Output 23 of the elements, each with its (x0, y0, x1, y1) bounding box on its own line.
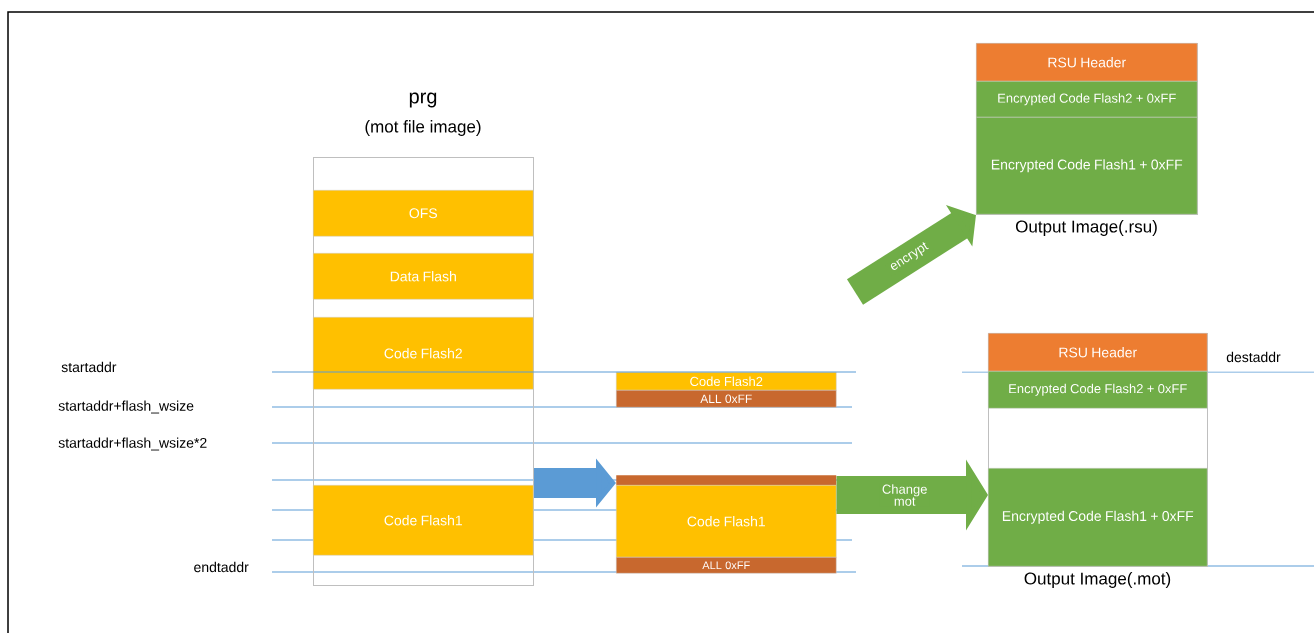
memory-block: RSU Header (988, 333, 1208, 372)
memory-block: Data Flash (313, 253, 534, 300)
address-label: destaddr (1226, 351, 1281, 363)
memory-block: Code Flash2 (313, 317, 534, 390)
box-title: Output Image(.mot) (1024, 572, 1171, 588)
memory-block: RSU Header (976, 43, 1198, 82)
memory-block: ALL 0xFF (616, 390, 837, 408)
address-label: startaddr (61, 361, 117, 373)
memory-block: ALL 0xFF (616, 557, 837, 574)
memory-block: Encrypted Code Flash2 + 0xFF (976, 81, 1198, 118)
memory-block: OFS (313, 190, 534, 237)
address-label: startaddr+flash_wsize*2 (58, 437, 207, 451)
box-title: Output Image(.rsu) (1016, 220, 1157, 236)
arrow-label: Change mot (879, 483, 930, 507)
padding-bar (616, 475, 837, 486)
block-arrow (846, 205, 976, 305)
memory-block: Code Flash1 (616, 485, 837, 558)
memory-block: Encrypted Code Flash2 + 0xFF (988, 371, 1208, 409)
address-label: endtaddr (194, 561, 249, 573)
box-title: prg (409, 92, 437, 108)
box-title: (mot file image) (365, 120, 481, 136)
address-label: startaddr+flash_wsize (58, 400, 194, 414)
memory-block: Code Flash1 (313, 485, 534, 556)
